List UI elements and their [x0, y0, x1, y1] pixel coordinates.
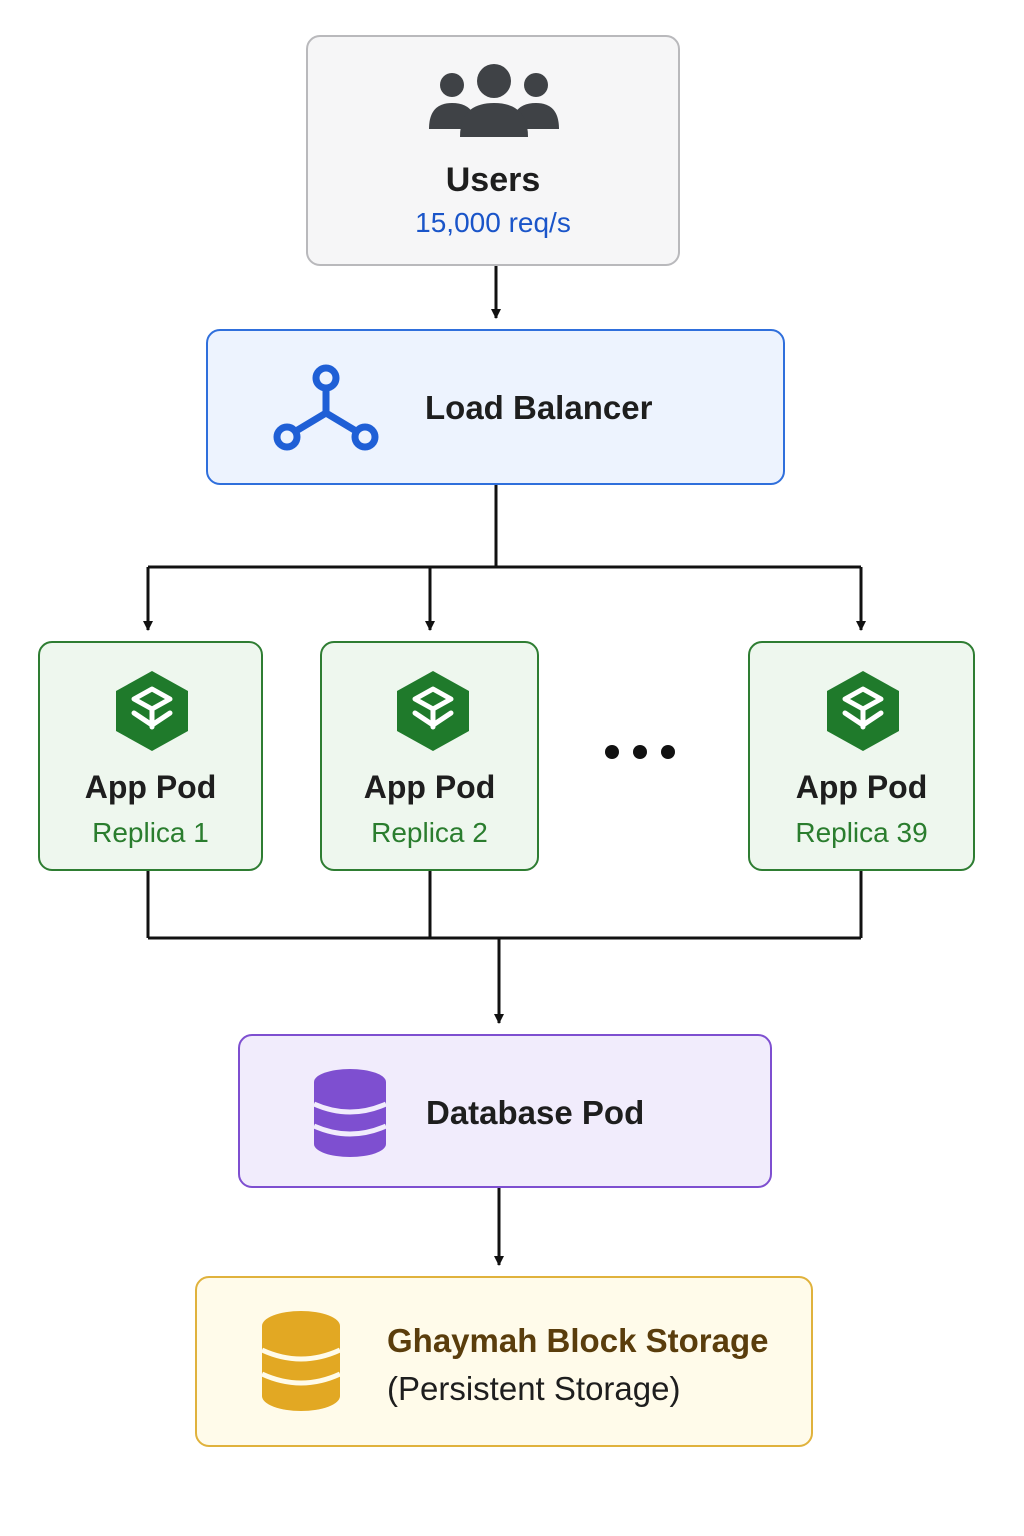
users-group-icon [429, 63, 559, 142]
database-icon [312, 1068, 388, 1163]
users-title: Users [445, 161, 541, 199]
cube-hexagon-icon [824, 669, 902, 758]
load-balancer-share-icon [271, 363, 381, 460]
pod-replica: Replica 1 [92, 817, 209, 848]
pod-title: App Pod [363, 769, 496, 805]
cube-hexagon-icon [113, 669, 191, 758]
pod-title: App Pod [84, 769, 217, 805]
storage-database-icon [260, 1310, 342, 1417]
storage-title: Ghaymah Block Storage [387, 1322, 769, 1359]
ellipsis-icon [600, 740, 680, 769]
app-pod-2: App Pod Replica 2 [320, 641, 539, 871]
pod-replica: Replica 39 [795, 817, 928, 848]
users-node: Users 15,000 req/s [306, 35, 680, 266]
pod-title: App Pod [795, 769, 928, 805]
load-balancer-node: Load Balancer [206, 329, 785, 485]
load-balancer-label: Load Balancer [425, 389, 653, 426]
app-pod-1: App Pod Replica 1 [38, 641, 263, 871]
app-pod-39: App Pod Replica 39 [748, 641, 975, 871]
pod-replica: Replica 2 [371, 817, 488, 848]
cube-hexagon-icon [394, 669, 472, 758]
database-pod-node: Database Pod [238, 1034, 772, 1188]
users-rate: 15,000 req/s [415, 207, 571, 238]
block-storage-node: Ghaymah Block Storage (Persistent Storag… [195, 1276, 813, 1447]
database-pod-label: Database Pod [426, 1094, 645, 1131]
storage-subtitle: (Persistent Storage) [387, 1370, 681, 1407]
